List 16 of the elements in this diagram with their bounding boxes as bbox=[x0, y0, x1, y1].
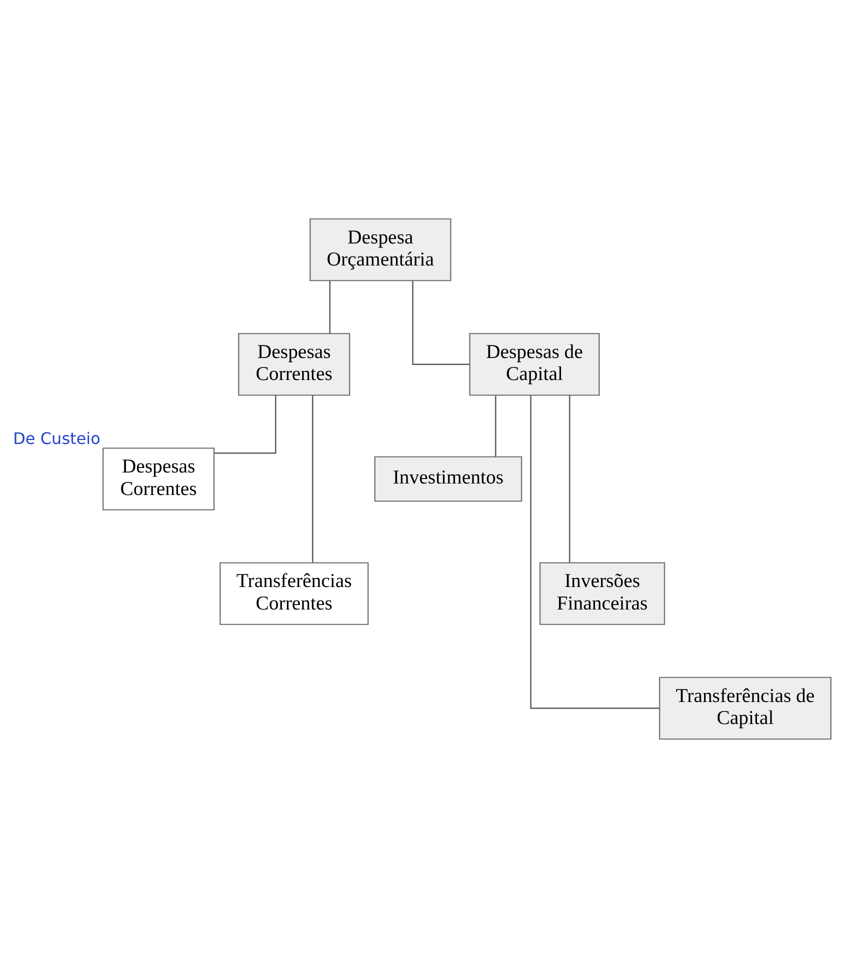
node-box: Transferências de Capital bbox=[658, 676, 832, 740]
connector bbox=[495, 395, 496, 456]
node-box: Transferências Correntes bbox=[220, 562, 369, 625]
node-box: Despesas de Capital bbox=[469, 332, 600, 396]
node-label: De Custeio bbox=[13, 428, 100, 448]
node-box: Despesa Orçamentária bbox=[310, 218, 452, 281]
connector bbox=[568, 394, 570, 562]
connector bbox=[530, 395, 660, 708]
connector bbox=[412, 280, 470, 364]
connector bbox=[329, 280, 330, 333]
connector bbox=[214, 394, 276, 454]
node-box: Inversões Financeiras bbox=[539, 562, 666, 625]
node-box: Investimentos bbox=[374, 456, 522, 502]
node-box: Despesas Correntes bbox=[102, 447, 215, 510]
connector bbox=[312, 394, 314, 562]
node-box: Despesas Correntes bbox=[238, 332, 350, 396]
